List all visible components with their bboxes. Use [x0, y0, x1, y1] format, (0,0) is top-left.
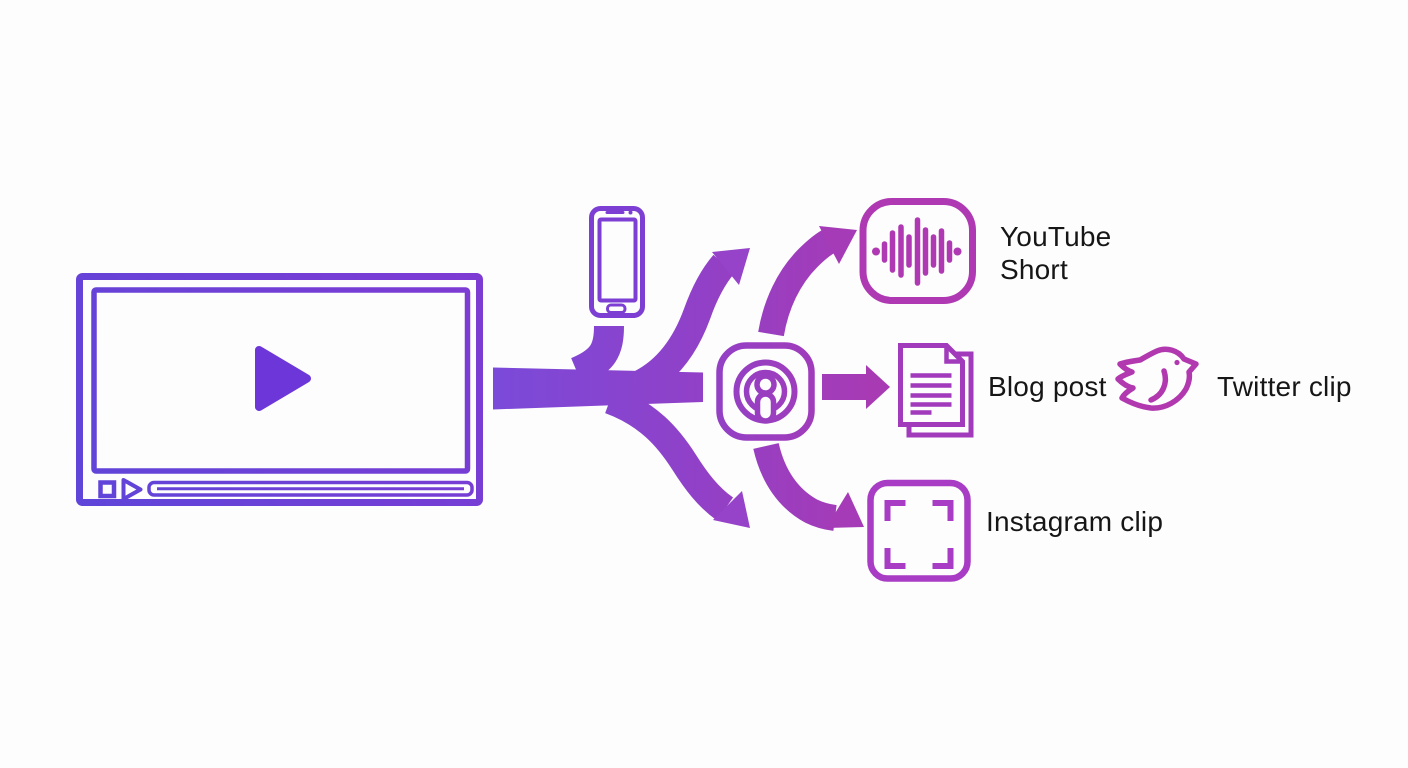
- waveform-icon: [859, 198, 976, 304]
- waveform-dot-left: [872, 247, 880, 256]
- branch-to-phone: [570, 325, 624, 386]
- frame-squircle: [867, 479, 971, 582]
- blog-post-label: Blog post: [988, 371, 1107, 402]
- twitter-bird-icon: [1115, 346, 1199, 411]
- small-play-icon: [121, 478, 143, 501]
- branch-down-right-arrowhead: [713, 491, 750, 528]
- branching-arrow-icons: [493, 226, 890, 531]
- progress-bar: [147, 480, 474, 497]
- arrow-podcast-to-youtube-arrowhead: [819, 226, 857, 264]
- podcast-mic-body: [754, 391, 777, 424]
- frame-corner-brackets: [884, 500, 954, 569]
- phone-screen: [597, 217, 638, 303]
- waveform-bars: [881, 217, 953, 286]
- bird-wing: [1148, 368, 1169, 403]
- document-folded-corner: [944, 345, 963, 364]
- document-icon: [898, 343, 974, 438]
- document-text-lines: [910, 373, 952, 415]
- branch-up-right: [629, 254, 735, 399]
- youtube-short-label: YouTube Short: [1000, 221, 1112, 285]
- stop-icon: [98, 480, 117, 499]
- arrow-podcast-to-youtube: [758, 228, 838, 337]
- instagram-clip-label: Instagram clip: [986, 506, 1164, 537]
- crop-frame-icon: [867, 479, 971, 582]
- waveform-dot-right: [953, 247, 962, 256]
- waveform-squircle: [859, 198, 976, 304]
- phone-body: [589, 206, 645, 318]
- bird-eye: [1174, 359, 1180, 366]
- phone-camera-dot: [628, 210, 633, 215]
- podcast-mic-head: [754, 373, 777, 396]
- arrow-podcast-to-instagram: [753, 442, 837, 531]
- video-player-icon: [76, 273, 483, 506]
- branch-down-right: [604, 386, 734, 521]
- bird-outline: [1115, 346, 1199, 411]
- player-screen: [91, 287, 471, 474]
- player-outer-frame: [76, 273, 483, 506]
- arrow-podcast-to-instagram-arrowhead: [826, 492, 864, 528]
- podcast-icon: [716, 342, 815, 441]
- arrow-podcast-to-blog-arrowhead: [866, 365, 890, 409]
- phone-home-button: [606, 303, 627, 314]
- branch-up-right-arrowhead: [712, 248, 750, 285]
- twitter-clip-label: Twitter clip: [1217, 371, 1352, 402]
- play-icon: [255, 346, 311, 411]
- smartphone-icon: [589, 206, 645, 318]
